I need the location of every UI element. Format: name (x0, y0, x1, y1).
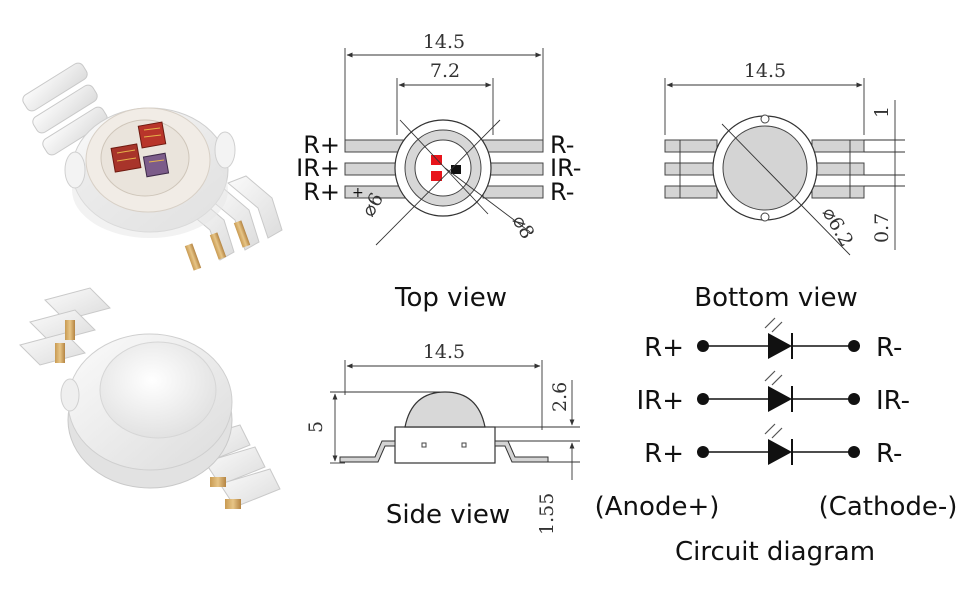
circuit-row-2-right: IR- (876, 386, 910, 416)
bottom-dia: ⌀6.2 (818, 204, 858, 251)
top-dia-large: ⌀8 (508, 212, 539, 243)
top-inner-dim: 7.2 (430, 60, 460, 82)
circuit-diagram: R+ R- IR+ IR- R+ (595, 317, 958, 567)
side-height-dim: 5 (305, 421, 327, 433)
top-view-drawing: 14.5 7.2 ⌀6 ⌀8 + R+ IR+ R+ R- IR- (296, 31, 581, 313)
circuit-row-1-right: R- (876, 333, 902, 363)
circuit-caption: Circuit diagram (675, 537, 875, 567)
top-right-pin-1: R- (550, 131, 574, 159)
circuit-row-2: IR+ IR- (636, 370, 910, 416)
bottom-view-drawing: 14.5 ⌀6.2 1 0.7 Bottom view (664, 60, 905, 313)
circuit-row-2-left: IR+ (636, 386, 684, 416)
top-view-caption: Top view (394, 283, 507, 313)
side-view-drawing: 14.5 5 2.6 1.55 Side view (305, 341, 580, 535)
ir-chip (451, 165, 461, 174)
top-left-pin-2: IR+ (296, 154, 340, 182)
plus-mark: + (352, 185, 364, 201)
side-base-dim: 1.55 (536, 493, 558, 535)
circuit-row-3-left: R+ (644, 439, 684, 469)
top-right-pin-3: R- (550, 178, 574, 206)
side-dome-dim: 2.6 (549, 382, 571, 412)
circuit-row-1-left: R+ (644, 333, 684, 363)
bottom-view-caption: Bottom view (694, 283, 858, 313)
top-left-pin-3: R+ (303, 178, 340, 206)
top-left-pin-1: R+ (303, 131, 340, 159)
bottom-width-dim: 14.5 (744, 60, 786, 82)
rgb-led-photo-icon (22, 62, 283, 271)
cathode-label: (Cathode-) (819, 492, 958, 522)
bottom-pin-dim: 1 (871, 106, 893, 118)
led-underside-photo-icon (19, 287, 281, 509)
red-chip-2 (431, 171, 442, 181)
circuit-row-1: R+ R- (644, 317, 902, 363)
side-view-caption: Side view (386, 500, 510, 530)
anode-label: (Anode+) (595, 492, 720, 522)
red-chip-1 (431, 155, 442, 165)
circuit-row-3: R+ R- (644, 423, 902, 469)
top-width-dim: 14.5 (423, 31, 465, 53)
circuit-row-3-right: R- (876, 439, 902, 469)
top-right-pin-2: IR- (550, 154, 581, 182)
bottom-pitch-dim: 0.7 (871, 213, 893, 243)
side-width-dim: 14.5 (423, 341, 465, 363)
